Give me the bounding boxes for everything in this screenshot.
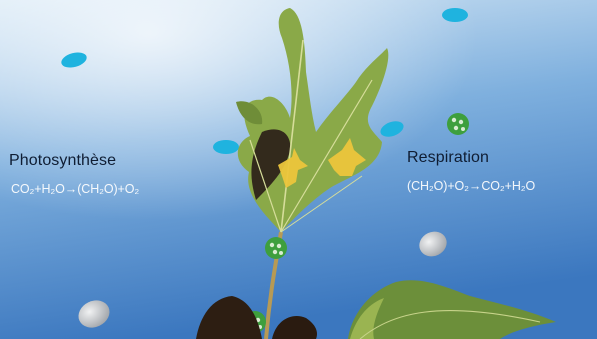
green-molecule-icon (265, 237, 287, 259)
green-molecule-icon (447, 113, 469, 135)
grey-molecule-icon (78, 300, 110, 328)
leaf-vein (280, 39, 304, 233)
blue-molecule-icon (61, 52, 87, 68)
lower-right-leaf (350, 298, 384, 339)
blue-molecule-icon (213, 140, 239, 154)
grey-molecule-icon (419, 231, 447, 257)
photosynthesis-equation: CO₂+H₂O→(CH₂O)+O₂ (11, 182, 140, 196)
blue-molecule-icon (442, 8, 468, 22)
yellow-arrow-icon (278, 148, 308, 188)
leaf-shadow (251, 129, 291, 200)
leaf-vein (359, 310, 541, 339)
respiration-title: Respiration (407, 149, 490, 166)
lower-right-leaf (348, 280, 556, 339)
leaf-vein (280, 79, 373, 233)
lower-dark-leaves (196, 296, 262, 339)
lower-dark-leaves (272, 316, 317, 339)
leaf-shadow (236, 101, 263, 125)
photosynthesis-title: Photosynthèse (9, 152, 117, 169)
respiration-equation: (CH₂O)+O₂→CO₂+H₂O (407, 179, 536, 193)
leaf-vein (249, 139, 282, 233)
blue-molecule-icon (380, 121, 404, 137)
yellow-arrow-icon (328, 138, 366, 176)
leaf-vein (280, 175, 363, 233)
